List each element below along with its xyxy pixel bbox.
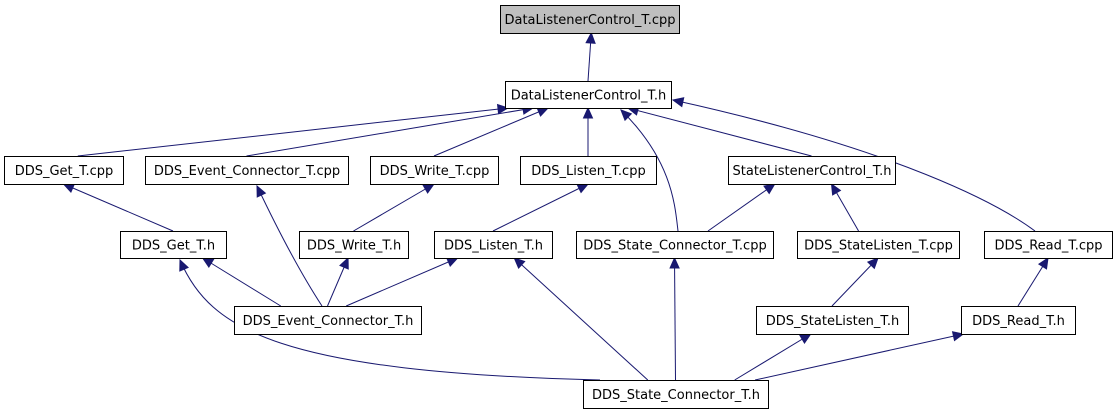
graph-node-box: [4, 156, 124, 185]
edge-n14-to-n11: [831, 257, 879, 307]
graph-node-label: DDS_StateListen_T.h: [766, 314, 899, 329]
arrowhead-n16-to-n14: [799, 333, 812, 344]
arrowhead-n16-to-n10: [669, 256, 680, 269]
arrowhead-n16-to-n15: [951, 331, 965, 342]
graph-node-box: [505, 81, 672, 109]
arrowhead-n13-to-n8: [339, 256, 349, 270]
graph-node-label: DataListenerControl_T.cpp: [504, 13, 675, 28]
edge-n16-to-n10: [674, 257, 676, 381]
graph-node-label: DDS_Get_T.h: [132, 239, 215, 254]
graph-node-box: [145, 156, 349, 185]
arrowhead-n13-to-n7: [201, 257, 215, 268]
arrowhead-n5-to-n1: [582, 106, 594, 119]
arrowhead-n13-to-n3: [256, 184, 267, 198]
arrowhead-n16-to-n7: [179, 258, 189, 272]
graph-node-box: [520, 156, 657, 185]
graph-node-label: DDS_Get_T.cpp: [15, 164, 114, 179]
graph-node-box: [576, 231, 774, 259]
graph-node-label: DDS_Event_Connector_T.h: [243, 314, 414, 329]
graph-node-label: DDS_Read_T.cpp: [994, 239, 1102, 254]
edge-n10-to-n6: [707, 183, 776, 232]
graph-node-box: [434, 231, 553, 259]
arrowhead-n16-to-n9: [513, 257, 526, 269]
graph-node[interactable]: DDS_State_Connector_T.h: [583, 380, 769, 409]
graph-node-box: [234, 306, 422, 335]
edge-n13-to-n3: [256, 185, 323, 307]
graph-node[interactable]: DDS_State_Connector_T.cpp: [576, 231, 774, 259]
graph-node-box: [984, 231, 1113, 259]
graph-node-label: DataListenerControl_T.h: [511, 89, 667, 104]
graph-node[interactable]: DDS_Listen_T.h: [434, 231, 553, 259]
graph-node-label: DDS_Listen_T.h: [444, 239, 543, 254]
edge-n10-to-n1: [620, 109, 679, 232]
graph-node[interactable]: DDS_Write_T.h: [299, 231, 409, 259]
arrowhead-n7-to-n2: [62, 183, 76, 193]
edge-n16-to-n7: [179, 259, 601, 381]
edge-n12-to-n1: [672, 99, 1036, 232]
arrowhead-n1-to-n0: [585, 31, 596, 44]
edge-n9-to-n5: [492, 183, 589, 232]
arrowhead-n2-to-n1: [496, 103, 510, 115]
arrowhead-n9-to-n5: [576, 183, 590, 194]
graph-node-label: DDS_Event_Connector_T.cpp: [154, 164, 340, 179]
graph-node-label: StateListenerControl_T.h: [733, 164, 892, 179]
graph-node[interactable]: DDS_Get_T.cpp: [4, 156, 124, 185]
arrowhead-n13-to-n9: [445, 257, 459, 267]
graph-node-label: DDS_State_Connector_T.cpp: [583, 239, 766, 254]
graph-node-box: [370, 156, 499, 185]
graph-node-box: [797, 231, 960, 259]
arrowhead-n8-to-n4: [422, 183, 436, 194]
graph-node[interactable]: DDS_Read_T.cpp: [984, 231, 1113, 259]
edge-n16-to-n9: [513, 257, 649, 381]
graph-node[interactable]: StateListenerControl_T.h: [728, 156, 896, 185]
arrowhead-n11-to-n6: [830, 182, 842, 196]
graph-node-label: DDS_Read_T.h: [972, 314, 1065, 329]
graph-node-box: [756, 306, 909, 335]
graph-node-box: [961, 306, 1076, 335]
edge-n3-to-n1: [246, 107, 534, 157]
arrowhead-n14-to-n11: [866, 257, 879, 270]
graph-node-box: [500, 5, 680, 34]
nodes-layer: DataListenerControl_T.cppDataListenerCon…: [4, 5, 1113, 409]
edge-n8-to-n4: [353, 183, 435, 232]
graph-node[interactable]: DataListenerControl_T.cpp: [500, 5, 680, 34]
edge-n7-to-n2: [63, 183, 174, 232]
graph-node-box: [583, 380, 769, 409]
graph-node-box: [120, 231, 227, 259]
edge-n4-to-n1: [433, 107, 549, 157]
graph-node-label: DDS_State_Connector_T.h: [592, 388, 760, 403]
arrowhead-n10-to-n6: [763, 183, 776, 195]
graph-node[interactable]: DDS_Get_T.h: [120, 231, 227, 259]
arrowhead-n10-to-n1: [620, 109, 633, 122]
graph-node[interactable]: DDS_Event_Connector_T.cpp: [145, 156, 349, 185]
graph-node-label: DDS_Write_T.h: [307, 239, 401, 254]
graph-node[interactable]: DDS_StateListen_T.cpp: [797, 231, 960, 259]
edge-n13-to-n9: [346, 257, 458, 307]
edge-n13-to-n7: [202, 257, 282, 307]
graph-node-label: DDS_StateListen_T.cpp: [804, 239, 953, 254]
graph-node-label: DDS_Write_T.cpp: [380, 164, 490, 179]
graph-node-label: DDS_Listen_T.cpp: [531, 164, 645, 179]
graph-node[interactable]: DDS_Listen_T.cpp: [520, 156, 657, 185]
graph-node-box: [299, 231, 409, 259]
graph-node[interactable]: DataListenerControl_T.h: [505, 81, 672, 109]
arrowhead-n12-to-n1: [671, 97, 685, 108]
edge-n2-to-n1: [77, 107, 509, 157]
graph-node-box: [728, 156, 896, 185]
graph-node[interactable]: DDS_Write_T.cpp: [370, 156, 499, 185]
graph-node[interactable]: DDS_Read_T.h: [961, 306, 1076, 335]
graph-node[interactable]: DDS_Event_Connector_T.h: [234, 306, 422, 335]
arrowhead-n15-to-n12: [1037, 256, 1049, 270]
edge-n6-to-n1: [627, 107, 812, 157]
edge-n16-to-n15: [754, 333, 964, 381]
graph-node[interactable]: DDS_StateListen_T.h: [756, 306, 909, 335]
edge-n16-to-n14: [734, 333, 811, 381]
